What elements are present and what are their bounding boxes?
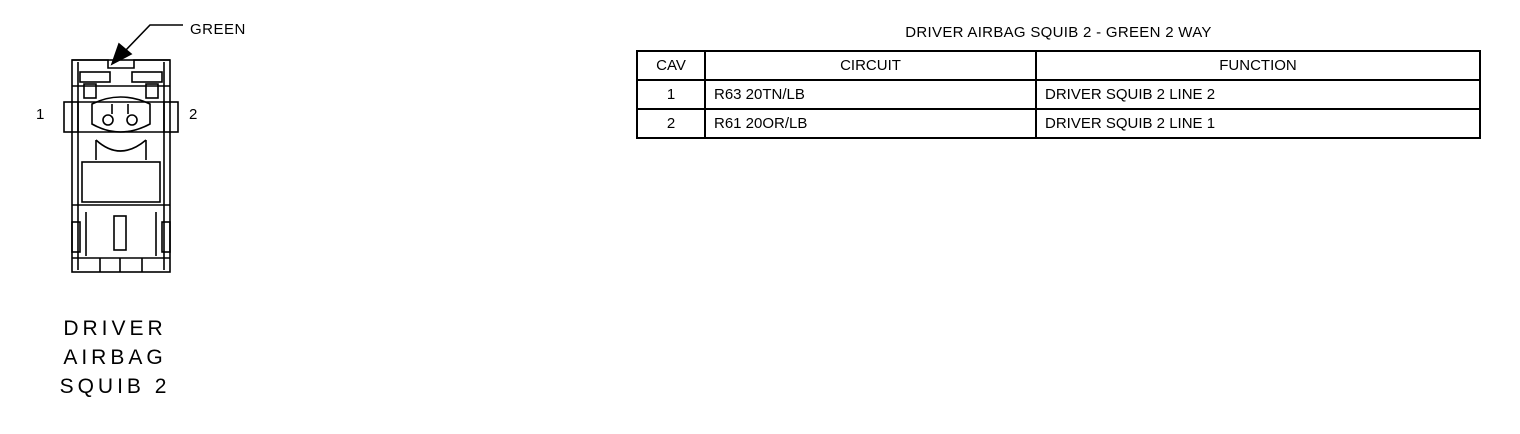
cavity-1-label: 1 <box>36 106 45 123</box>
connector-name: DRIVER AIRBAG SQUIB 2 <box>40 314 190 401</box>
header-circuit: CIRCUIT <box>704 50 1037 81</box>
cell-circuit: R63 20TN/LB <box>704 79 1037 110</box>
connector-name-line: SQUIB 2 <box>59 375 171 398</box>
table-header-row: CAV CIRCUIT FUNCTION <box>636 50 1481 81</box>
connector-diagram <box>63 24 183 273</box>
connector-name-line: DRIVER <box>63 317 167 340</box>
cell-circuit: R61 20OR/LB <box>704 108 1037 139</box>
table-title: DRIVER AIRBAG SQUIB 2 - GREEN 2 WAY <box>905 24 1212 41</box>
cell-function: DRIVER SQUIB 2 LINE 1 <box>1035 108 1481 139</box>
table-row: 2 R61 20OR/LB DRIVER SQUIB 2 LINE 1 <box>636 108 1481 139</box>
cell-cav: 1 <box>636 79 706 110</box>
connector-color-label: GREEN <box>190 21 246 38</box>
header-cav: CAV <box>636 50 706 81</box>
table-row: 1 R63 20TN/LB DRIVER SQUIB 2 LINE 2 <box>636 79 1481 110</box>
header-function: FUNCTION <box>1035 50 1481 81</box>
connector-name-line: AIRBAG <box>63 346 167 369</box>
connector-body <box>63 59 179 273</box>
cell-cav: 2 <box>636 108 706 139</box>
pinout-table: CAV CIRCUIT FUNCTION 1 R63 20TN/LB DRIVE… <box>636 50 1481 139</box>
color-leader-arrow <box>110 24 183 66</box>
cavity-2-label: 2 <box>189 106 198 123</box>
cell-function: DRIVER SQUIB 2 LINE 2 <box>1035 79 1481 110</box>
